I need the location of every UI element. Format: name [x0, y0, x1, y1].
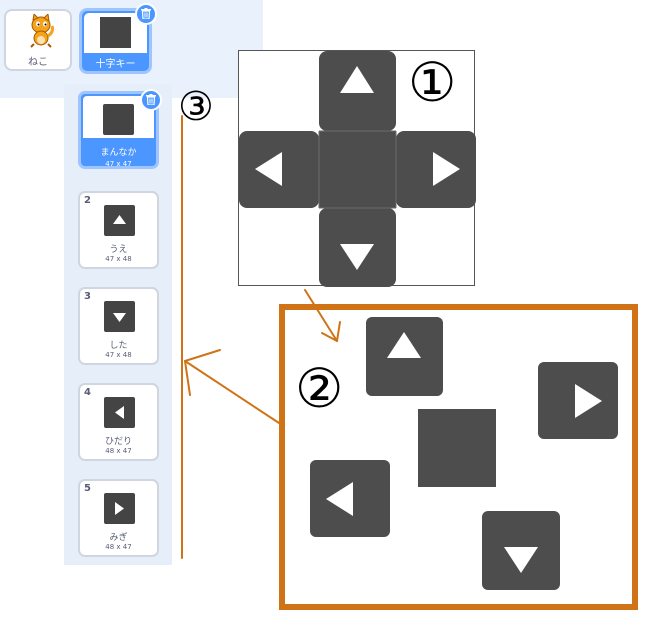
- sprite-tile-cross-key[interactable]: 十字キー: [79, 8, 152, 74]
- arrow-left-head-b: [184, 360, 191, 396]
- up-triangle-icon: [340, 66, 374, 93]
- marker-three: ③: [178, 84, 214, 130]
- costume-thumbnail: [104, 205, 135, 236]
- sprite-name-label: ねこ: [28, 57, 48, 68]
- costume-item-left[interactable]: 4 ひだり 48 x 47: [78, 383, 159, 461]
- left-triangle-icon: [326, 482, 353, 516]
- trash-icon: [141, 8, 151, 20]
- costume-item-up[interactable]: 2 うえ 47 x 48: [78, 191, 159, 269]
- sprite-thumbnail-shape: [100, 17, 131, 48]
- costume-number: 2: [84, 195, 91, 206]
- down-triangle-icon: [340, 244, 374, 270]
- cat-sprite-icon: [30, 14, 54, 48]
- costume-size: 48 x 47: [105, 543, 132, 551]
- costume-item-right[interactable]: 5 みぎ 48 x 47: [78, 479, 159, 557]
- arrow-down-head-a: [321, 332, 338, 342]
- costume-size: 47 x 47: [105, 160, 132, 168]
- costume-thumbnail: [104, 397, 135, 428]
- costume-name: した: [109, 341, 128, 351]
- marker-two: ②: [295, 357, 344, 420]
- cross-center-button: [319, 131, 396, 208]
- sprite-name-label: 十字キー: [95, 59, 136, 70]
- arrow-left-head-a: [184, 349, 221, 362]
- cross-key-image: [239, 51, 476, 287]
- costume-number: 4: [84, 387, 91, 398]
- right-triangle-icon: [575, 384, 602, 418]
- costume-size: 47 x 48: [105, 255, 132, 263]
- part-center: [418, 409, 496, 487]
- arrow-down-head-b: [336, 321, 341, 342]
- marker-one: ①: [408, 51, 457, 114]
- costume-size: 47 x 48: [105, 351, 132, 359]
- sprite-tile-cat[interactable]: ねこ: [4, 9, 72, 71]
- sprite-thumbnail: [84, 13, 147, 53]
- costume-thumbnail: [104, 493, 135, 524]
- costume-name: みぎ: [109, 533, 128, 543]
- up-triangle-icon: [387, 332, 421, 358]
- costume-thumbnail: [103, 104, 134, 135]
- up-triangle-icon: [113, 215, 126, 224]
- costume-number: 1: [85, 96, 92, 107]
- costume-item-down[interactable]: 3 した 47 x 48: [78, 287, 159, 365]
- costume-number: 3: [84, 291, 91, 302]
- split-parts-image: [310, 317, 618, 590]
- costume-name: まんなか: [100, 148, 137, 158]
- right-triangle-icon: [433, 152, 460, 186]
- cross-key-canvas: [238, 50, 476, 287]
- costume-size: 48 x 47: [105, 447, 132, 455]
- down-triangle-icon: [504, 547, 538, 573]
- costume-number: 5: [84, 483, 91, 494]
- arrow-left-line: [184, 360, 280, 424]
- costume-thumbnail: [104, 301, 135, 332]
- delete-sprite-button[interactable]: [135, 3, 157, 25]
- costume-name: うえ: [109, 245, 128, 255]
- down-triangle-icon: [113, 313, 126, 322]
- delete-costume-button[interactable]: [140, 89, 162, 111]
- costume-name: ひだり: [104, 437, 132, 447]
- left-triangle-icon: [255, 152, 282, 186]
- right-triangle-icon: [115, 502, 124, 515]
- arrow-down-line: [304, 289, 338, 342]
- left-triangle-icon: [115, 406, 124, 419]
